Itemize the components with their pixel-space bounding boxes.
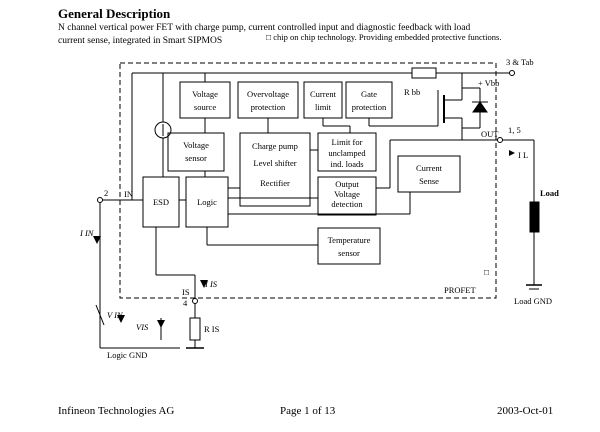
description-line-2: current sense, integrated in Smart SIPMO… (58, 36, 223, 46)
ris-label: R IS (204, 324, 220, 334)
in-label: IN (124, 189, 133, 199)
out-label: OUT (481, 129, 499, 139)
voltage-source-line2: source (194, 102, 216, 112)
vin-arrow (117, 315, 125, 323)
overvoltage-block (237, 81, 299, 119)
pin4-label: 4 (183, 298, 188, 308)
pin15-label: 1, 5 (508, 125, 521, 135)
output-detection-line1: Output (335, 179, 359, 189)
voltage-source-line1: Voltage (192, 89, 218, 99)
limit-unclamped-line2: unclamped (328, 148, 366, 158)
limit-unclamped-line3: ind. loads (330, 159, 363, 169)
iin-arrow (93, 236, 101, 244)
current-limit-line2: limit (315, 102, 332, 112)
footer-company: Infineon Technologies AG (58, 405, 175, 417)
il-label: I L (518, 150, 528, 160)
gate-protection-block (345, 81, 393, 119)
section-heading: General Description (58, 6, 171, 21)
description-line-2-continued: □ chip on chip technology. Providing emb… (266, 32, 502, 42)
esd-label: ESD (153, 197, 169, 207)
charge-pump-line1: Charge pump (252, 141, 298, 151)
overvoltage-line2: protection (251, 102, 286, 112)
gate-protection-line1: Gate (361, 89, 377, 99)
input-switch (95, 304, 105, 326)
temperature-sensor-line2: sensor (338, 248, 360, 258)
limit-unclamped-line1: Limit for (332, 137, 363, 147)
iis-label: I IS (204, 279, 218, 289)
temperature-sensor-line1: Temperature (328, 235, 371, 245)
rbb-label: R bb (404, 87, 420, 97)
pin3-label: 3 & Tab (506, 57, 534, 67)
vis-label: VIS (136, 322, 149, 332)
logic-label: Logic (197, 197, 217, 207)
pin-is (192, 298, 198, 304)
footer-page-number: Page 1 of 13 (280, 405, 336, 417)
current-limit-block (303, 81, 343, 119)
load-gnd-label: Load GND (514, 296, 552, 306)
charge-pump-line3: Rectifier (260, 178, 290, 188)
load-resistor (529, 201, 540, 233)
logic-gnd-label: Logic GND (107, 350, 147, 360)
pin-in (97, 197, 103, 203)
pin-3 (509, 70, 515, 76)
footer-date: 2003-Oct-01 (497, 405, 554, 417)
il-arrow (509, 150, 515, 156)
iin-label: I IN (79, 228, 95, 238)
load-label: Load (540, 188, 559, 198)
ris-resistor (189, 317, 201, 341)
current-sense-line2: Sense (419, 176, 439, 186)
esd-block (142, 176, 180, 228)
current-sense-block (397, 155, 461, 193)
charge-pump-line2: Level shifter (253, 158, 296, 168)
body-diode (472, 101, 488, 113)
output-detection-line2: Voltage (334, 189, 360, 199)
output-voltage-detection-block (317, 176, 377, 216)
chip-outline (119, 62, 497, 299)
current-sense-line1: Current (416, 163, 443, 173)
description-line-1: N channel vertical power FET with charge… (58, 23, 471, 33)
limit-unclamped-block (317, 132, 377, 172)
voltage-sensor-line1: Voltage (183, 140, 209, 150)
profet-label: PROFET (444, 285, 476, 295)
current-limit-line1: Current (310, 89, 337, 99)
voltage-sensor-block (167, 132, 225, 172)
voltage-source-block (179, 81, 231, 119)
vis-arrow (157, 320, 165, 328)
pin2-label: 2 (104, 188, 108, 198)
rbb-resistor (411, 67, 437, 79)
vin-label: V IN (107, 310, 124, 320)
output-detection-line3: detection (331, 199, 363, 209)
pin-out (497, 137, 503, 143)
profet-mark: □ (484, 267, 489, 277)
iis-arrow (200, 280, 208, 288)
is-label: IS (182, 287, 190, 297)
charge-pump-block (239, 132, 311, 207)
voltage-sensor-line2: sensor (185, 153, 207, 163)
gate-protection-line2: protection (352, 102, 387, 112)
overvoltage-line1: Overvoltage (247, 89, 289, 99)
vbb-label: + Vbb (478, 78, 499, 88)
temperature-sensor-block (317, 227, 381, 265)
